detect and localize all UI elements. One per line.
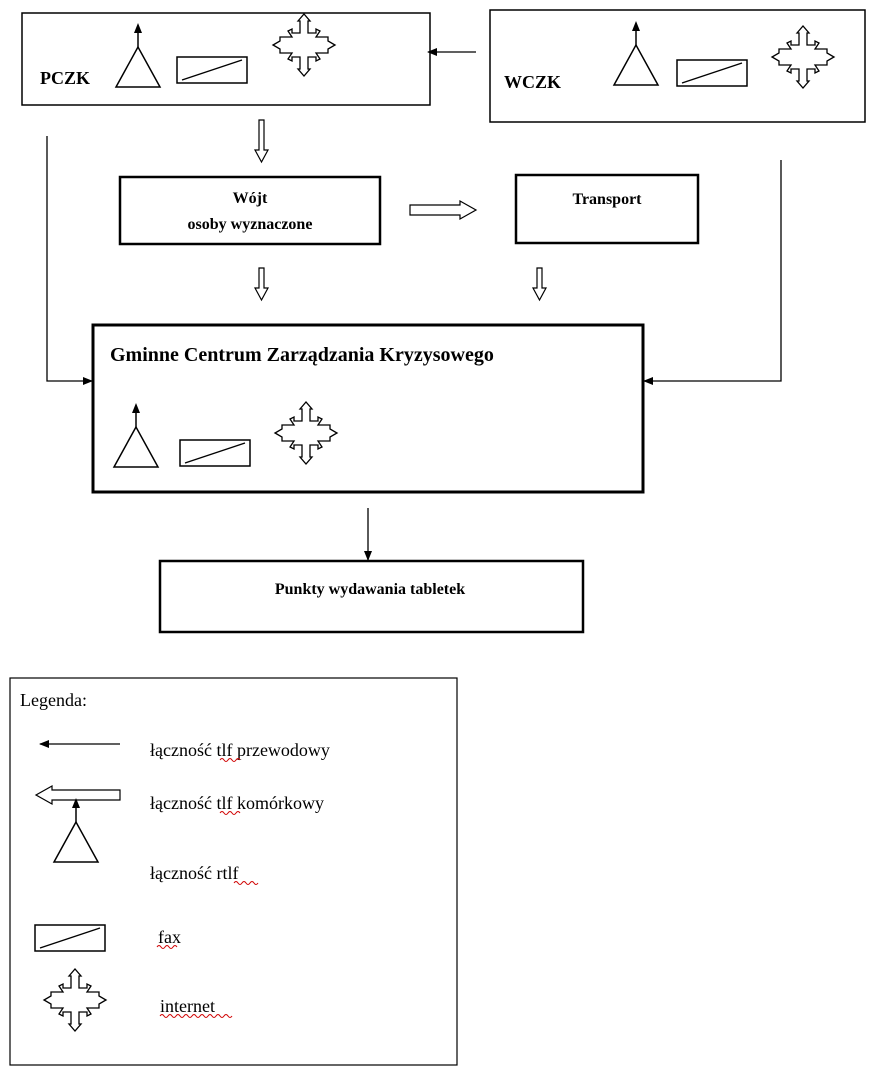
gczk-box: Gminne Centrum Zarządzania Kryzysowego: [91, 323, 645, 494]
legend-item-label: internet: [160, 996, 215, 1016]
legend-item-label: łączność tlf komórkowy: [150, 793, 324, 813]
mobile-phone-arrow: [253, 267, 270, 302]
punkty-label: Punkty wydawania tabletek: [275, 581, 465, 598]
wojt-label-line1: Wójt: [233, 190, 268, 207]
mobile-phone-arrow: [253, 119, 270, 164]
pczk-box: PCZK: [21, 12, 431, 106]
legend: Legenda: łączność tlf przewodowy łącznoś…: [9, 677, 458, 1066]
wojt-box: Wójt osoby wyznaczone: [118, 175, 382, 246]
legend-title: Legenda:: [20, 690, 87, 710]
transport-box: Transport: [514, 173, 700, 245]
legend-item-label: fax: [158, 927, 181, 947]
gczk-label: Gminne Centrum Zarządzania Kryzysowego: [110, 344, 494, 366]
legend-item-label: łączność rtlf: [150, 863, 238, 883]
mobile-phone-arrow: [409, 199, 478, 221]
legend-item-label: łączność tlf przewodowy: [150, 740, 330, 760]
punkty-box: Punkty wydawania tabletek: [158, 559, 585, 634]
wczk-label: WCZK: [504, 72, 561, 92]
wired-phone-arrow: [643, 160, 782, 385]
transport-label: Transport: [572, 191, 642, 208]
pczk-label: PCZK: [40, 68, 90, 88]
wczk-box: WCZK: [489, 9, 866, 123]
mobile-phone-arrow: [531, 267, 548, 302]
wojt-label-line2: osoby wyznaczone: [188, 216, 313, 233]
wired-phone-arrow: [46, 136, 93, 385]
hollow-arrow-icon: [34, 784, 121, 806]
